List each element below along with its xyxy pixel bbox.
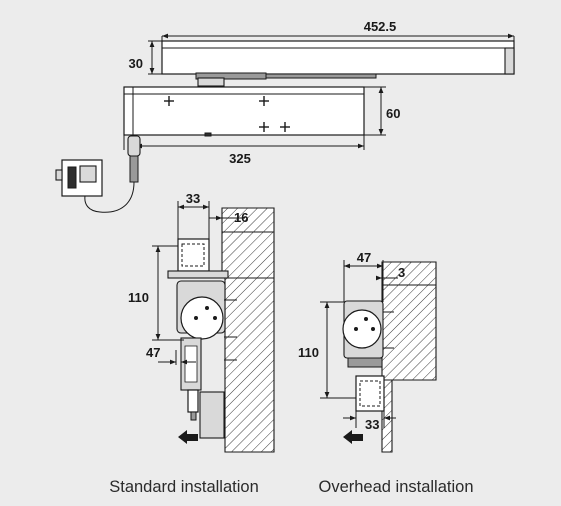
standard-arm-label: 47 [146,345,160,360]
body-length-label: 325 [229,151,251,166]
standard-height-label: 110 [128,290,149,305]
standard-lower-housing [199,391,225,439]
junction-box-terminal [79,165,97,183]
overhead-offset-label: 3 [398,265,405,280]
overhead-mounting-plate [347,357,383,368]
overhead-opening-arrow [343,430,363,444]
cable-connector [127,135,141,157]
overhead-height-label: 110 [298,345,319,360]
rail-end-cap [504,47,515,75]
body-height-label: 60 [386,106,400,121]
overhead-arm-label: 33 [365,417,379,432]
slide-arm-bar [265,73,377,79]
top-view: 452.5 30 60 325 [55,19,515,213]
overhead-rail-section [355,375,385,412]
junction-box-gland [55,169,63,181]
overhead-width-label: 47 [357,250,371,265]
arm-pivot [197,77,225,87]
junction-box-switch [67,166,77,189]
standard-installation-caption: Standard installation [109,478,259,496]
standard-installation-drawing: 33 16 110 47 [128,191,275,453]
body-slot [204,132,212,137]
standard-closer-spindle [180,296,224,340]
overhead-wall-hatch [381,261,437,453]
standard-mounting-plate [167,270,229,279]
mounting-screws [164,96,290,132]
slide-rail [161,40,515,75]
standard-offset-label: 16 [234,210,248,225]
overhead-closer-spindle [342,309,382,349]
cable-plug [129,155,139,183]
rail-height-label: 30 [129,56,143,71]
rail-length-label: 452.5 [364,19,397,34]
closer-body [123,86,365,136]
standard-opening-arrow [178,430,198,444]
overhead-installation-drawing: 47 3 110 33 [298,250,437,453]
overhead-installation-caption: Overhead installation [318,478,473,496]
standard-width-label: 33 [186,191,200,206]
standard-arm-rod [187,389,199,413]
power-cable [84,181,135,213]
standard-wall-hatch [221,207,275,453]
